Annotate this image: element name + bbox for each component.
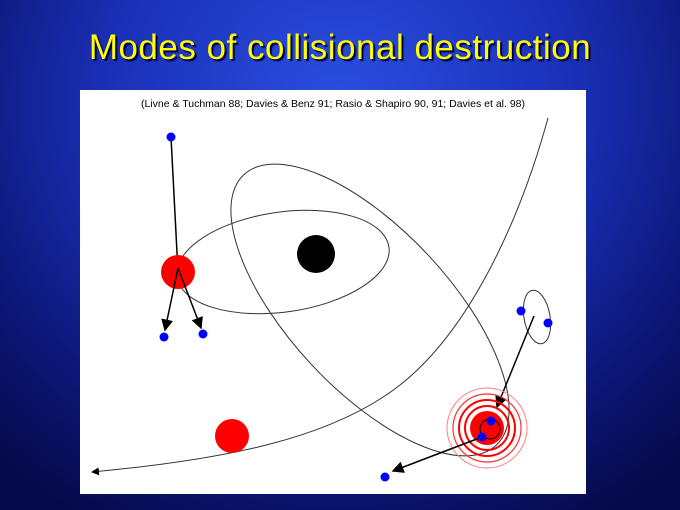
compact-star xyxy=(198,329,208,339)
binary-star xyxy=(543,318,553,328)
black-hole xyxy=(297,235,335,273)
compact-star xyxy=(159,332,169,342)
red-giant-1 xyxy=(161,255,195,289)
orbit-large xyxy=(230,163,510,457)
references: (Livne & Tuchman 88; Davies & Benz 91; R… xyxy=(140,98,526,110)
compact-star xyxy=(166,132,176,142)
hyperbolic-trajectory xyxy=(91,117,549,476)
compact-star xyxy=(477,432,487,442)
binary-star xyxy=(516,306,526,316)
compact-star xyxy=(380,472,390,482)
red-giant-2 xyxy=(215,419,249,453)
binary-orbit xyxy=(522,289,552,345)
compact-star xyxy=(486,416,496,426)
orbit-small xyxy=(176,209,390,315)
incoming-path xyxy=(170,136,179,273)
disrupted-star xyxy=(446,387,528,469)
slide-title: Modes of collisional destruction xyxy=(88,28,592,67)
